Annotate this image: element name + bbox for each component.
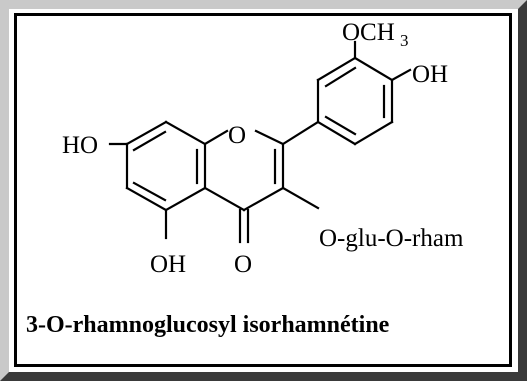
- bond-c3-glyco: [281, 186, 320, 210]
- ho-left-label: HO: [62, 132, 98, 159]
- bond-a5: [125, 186, 168, 212]
- bond-b3: [353, 56, 394, 82]
- bond-a4: [164, 186, 207, 212]
- bond-c1: [203, 129, 229, 146]
- bond-a5-inner: [132, 181, 167, 202]
- och3-subscript-label: 3: [400, 31, 409, 50]
- bond-c2: [254, 129, 285, 146]
- bond-b2: [316, 56, 357, 82]
- ring-oxygen-label: O: [228, 122, 246, 149]
- glycoside-label: O-glu-O-rham: [319, 225, 464, 252]
- bond-b6: [316, 120, 357, 146]
- bond-a1: [125, 120, 168, 146]
- bond-b5: [353, 120, 394, 146]
- bond-b6-inner: [324, 115, 357, 136]
- oh-right-label: OH: [412, 61, 448, 88]
- bond-c2-ringb: [281, 120, 320, 146]
- bond-a2: [164, 120, 207, 146]
- och3-label: OCH: [342, 19, 395, 46]
- bond-c4: [242, 186, 285, 212]
- bond-b-oh: [390, 68, 412, 82]
- inner-border-box: [14, 13, 512, 367]
- oh-bottom-label: OH: [150, 251, 186, 278]
- bond-c5: [203, 186, 246, 212]
- bond-a1-inner: [132, 130, 167, 152]
- compound-name-caption: 3-O-rhamnoglucosyl isorhamnétine: [26, 312, 390, 338]
- bond-b2-inner: [324, 66, 357, 88]
- carbonyl-oxygen-label: O: [234, 251, 252, 278]
